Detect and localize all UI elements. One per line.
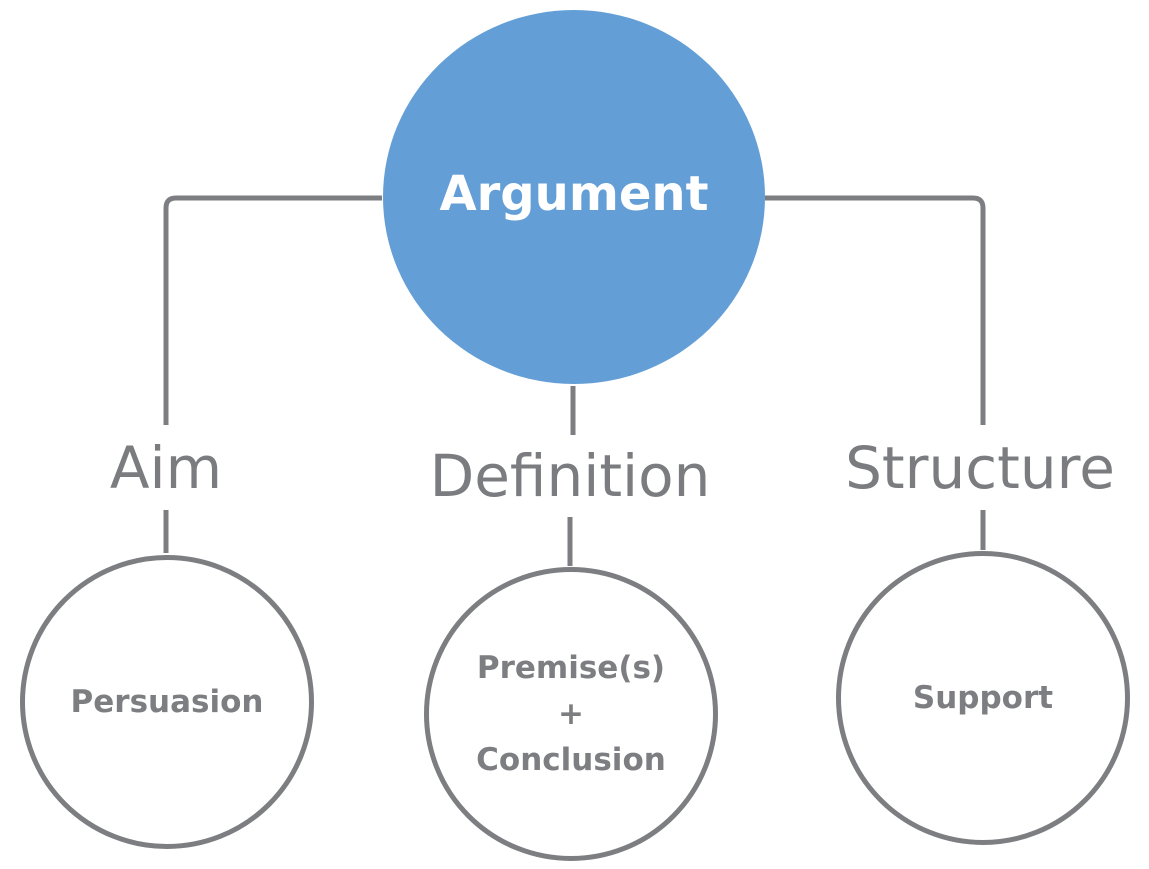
leaf-text: Support — [912, 680, 1054, 716]
root-label: Argument — [439, 166, 709, 222]
leaf-text: Persuasion — [70, 684, 264, 720]
leaf-text-conclusion: Conclusion — [476, 742, 666, 778]
leaf-node-support: Support — [836, 551, 1130, 845]
connector-aim — [163, 195, 382, 425]
leaf-node-persuasion: Persuasion — [20, 555, 314, 849]
branch-label-structure: Structure — [845, 434, 1115, 502]
branch-label-definition: Definition — [429, 442, 711, 510]
root-node: Argument — [383, 10, 765, 384]
leaf-text-premise: Premise(s) — [476, 650, 666, 686]
connector-structure — [765, 195, 986, 425]
branch-label-aim: Aim — [109, 434, 223, 502]
leaf-node-definition: Premise(s) + Conclusion — [424, 567, 718, 861]
leaf-text-plus: + — [558, 696, 584, 732]
